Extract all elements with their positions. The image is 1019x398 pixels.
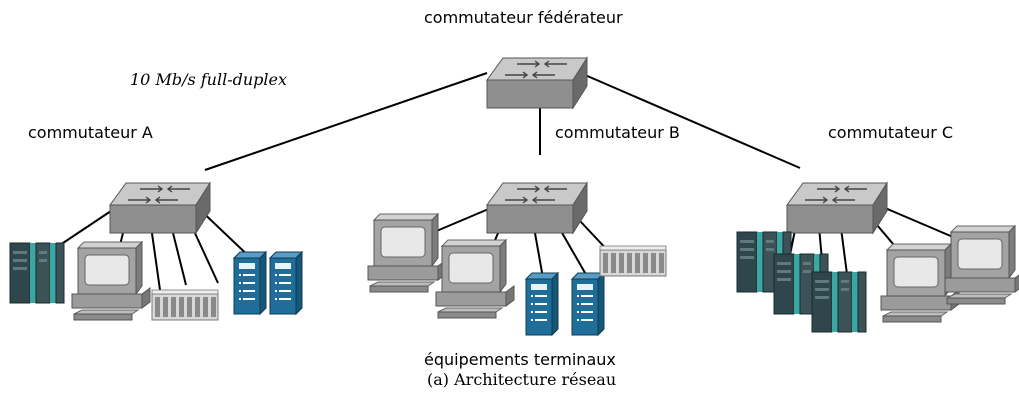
computer-icon [944, 225, 1019, 305]
link-federator-a [204, 72, 488, 171]
plc-icon [811, 271, 867, 333]
server-icon [233, 251, 267, 315]
computer-icon [71, 241, 151, 321]
io-rack-icon [151, 289, 219, 321]
switch-b-label: commutateur B [555, 123, 680, 142]
terminals-label: équipements terminaux [424, 350, 616, 369]
server-icon [525, 272, 559, 336]
link-speed-label: 10 Mb/s full-duplex [130, 70, 288, 89]
server-icon [269, 251, 303, 315]
computer-icon [367, 213, 447, 293]
computer-icon [435, 239, 515, 319]
federator-label: commutateur fédérateur [424, 8, 623, 27]
io-rack-icon [599, 245, 667, 277]
plc-icon [9, 242, 65, 304]
server-icon [571, 272, 605, 336]
switch-a-icon [109, 182, 211, 234]
figure-caption: (a) Architecture réseau [427, 370, 617, 389]
switch-b-icon [486, 182, 588, 234]
link-federator-c [584, 74, 801, 169]
switch-c-label: commutateur C [828, 123, 954, 142]
federator-switch-icon [486, 57, 588, 109]
switch-a-label: commutateur A [28, 123, 153, 142]
switch-c-icon [786, 182, 888, 234]
